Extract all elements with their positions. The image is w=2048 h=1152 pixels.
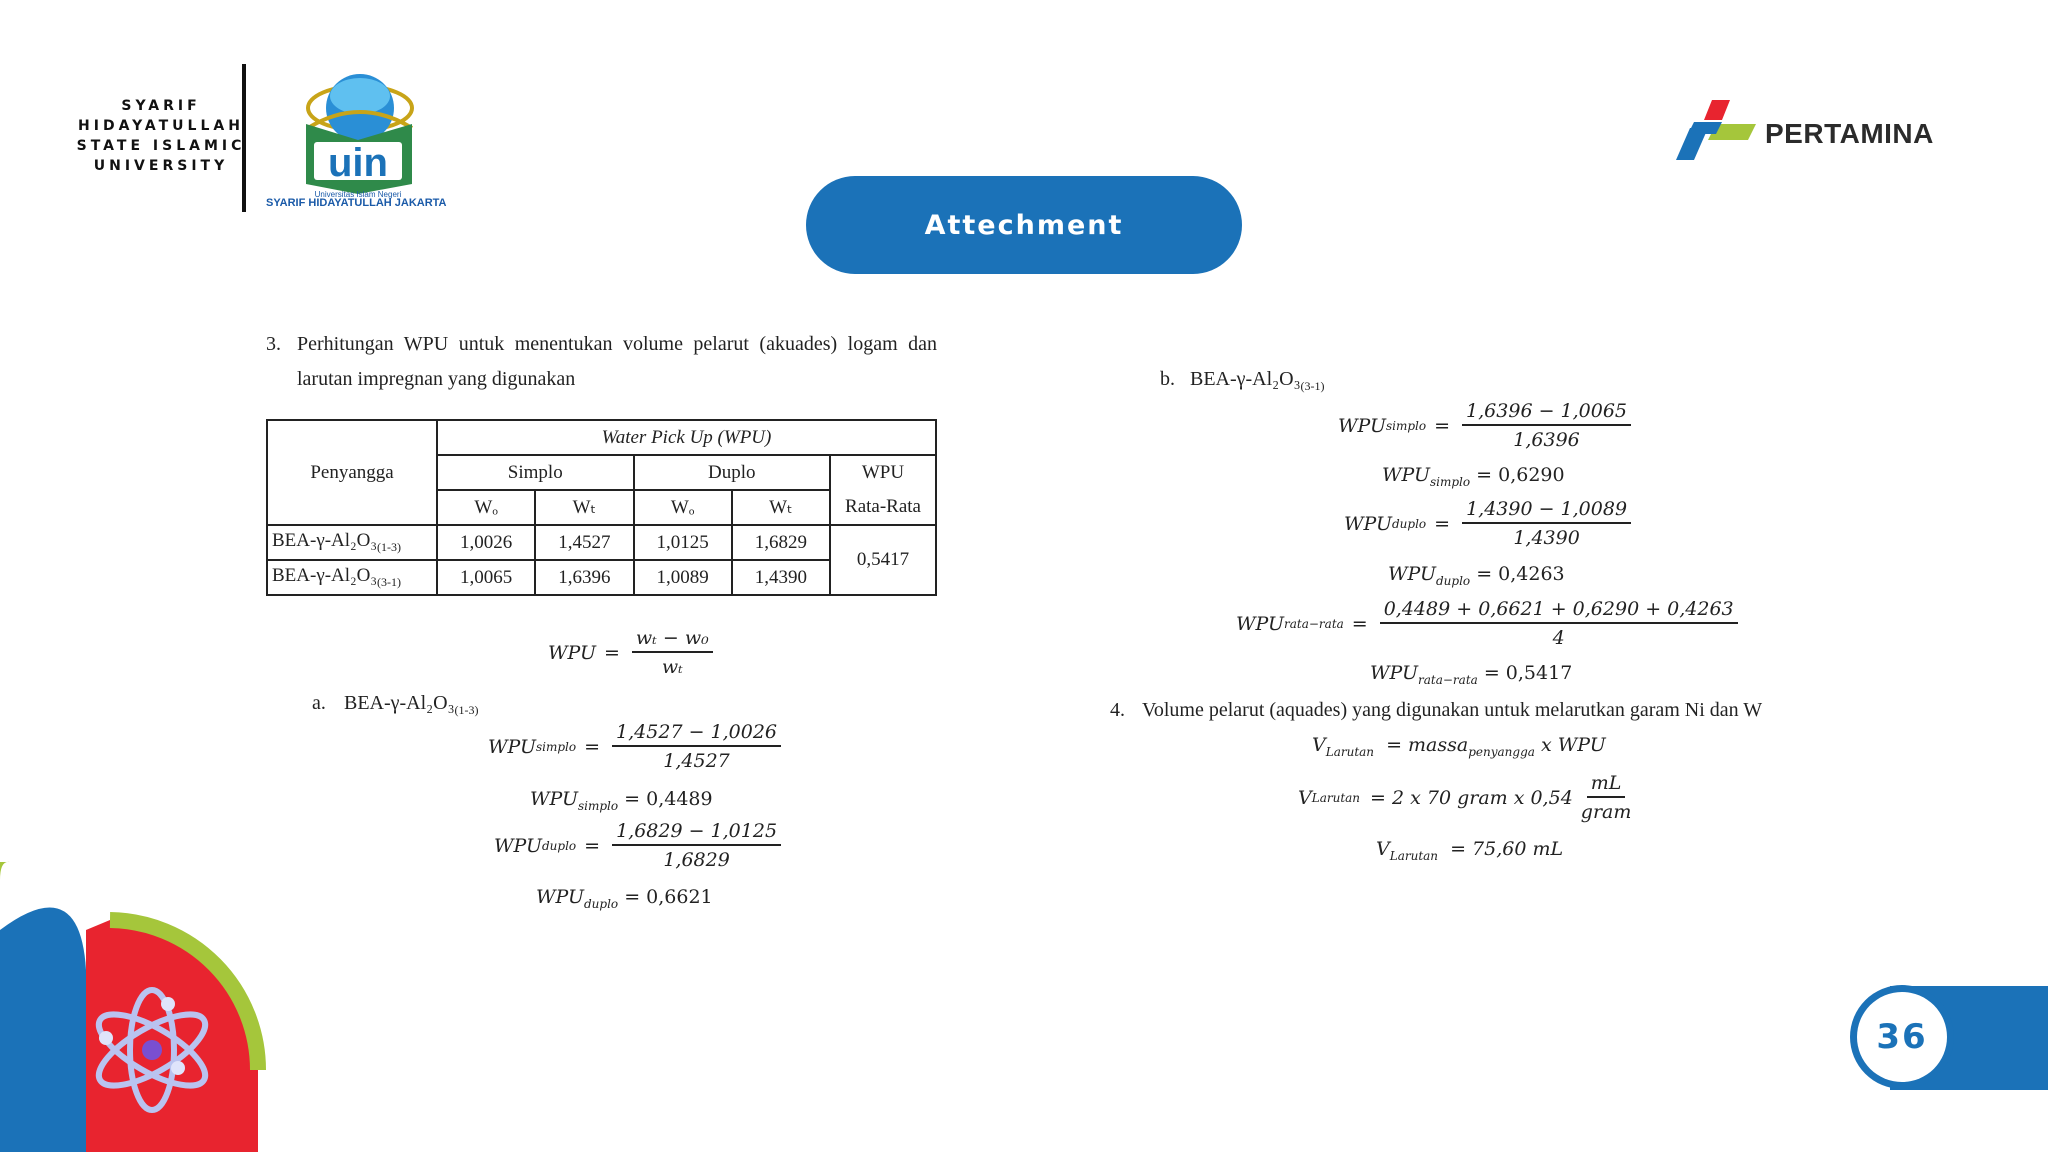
uin-logo: uin bbox=[306, 74, 414, 194]
section3-heading-line2: larutan impregnan yang digunakan bbox=[297, 368, 576, 390]
pertamina-wordmark: PERTAMINA bbox=[1765, 118, 1934, 149]
part-a-duplo-result: WPUduplo = 0,6621 bbox=[536, 886, 713, 911]
page-title: Attechment bbox=[806, 176, 1242, 274]
university-line-1: SYARIF bbox=[121, 98, 201, 114]
header-divider bbox=[242, 64, 246, 212]
table-header-group: Water Pick Up (WPU) bbox=[436, 419, 937, 456]
section3-number: 3. bbox=[266, 333, 281, 355]
table-header-duplo-wt: Wₜ bbox=[730, 489, 832, 526]
table-header-simplo: Simplo bbox=[436, 454, 635, 491]
university-name: SYARIF HIDAYATULLAH STATE ISLAMIC UNIVER… bbox=[70, 96, 252, 176]
volume-eq-1: VLarutan = massapenyangga x WPU bbox=[1312, 734, 1606, 759]
table-cell-support: BEA-γ-Al₂O₃(1-3) bbox=[266, 524, 438, 561]
part-a-simplo-result: WPUsimplo = 0,4489 bbox=[530, 788, 713, 813]
uin-logo-subtitle: Universitas Islam Negeri bbox=[314, 190, 402, 199]
table-cell-avg: 0,5417 bbox=[829, 524, 937, 596]
table-cell: 1,0125 bbox=[632, 524, 733, 561]
table-cell: 1,0026 bbox=[435, 524, 537, 561]
table-cell: 1,6829 bbox=[730, 524, 832, 561]
table-row: BEA-γ-Al₂O₃(1-3) 1,0026 1,4527 1,0125 1,… bbox=[266, 524, 937, 596]
part-a-label: a. bbox=[312, 692, 326, 714]
table-cell: 1,4527 bbox=[534, 524, 635, 561]
table-header-support: Penyangga bbox=[266, 419, 438, 526]
table-header-duplo-w0: Wₒ bbox=[632, 489, 733, 526]
table-header-duplo: Duplo bbox=[632, 454, 831, 491]
atom-decoration bbox=[0, 861, 266, 1152]
table-cell: 1,4390 bbox=[730, 559, 832, 596]
pertamina-logo-icon bbox=[1676, 100, 1756, 160]
part-b-duplo-result: WPUduplo = 0,4263 bbox=[1388, 563, 1565, 588]
table-header-simplo-w0: Wₒ bbox=[435, 489, 537, 526]
section3-heading-line1: Perhitungan WPU untuk menentukan volume … bbox=[297, 333, 937, 355]
part-a-title: BEA-γ-Al₂O₃(1-3) bbox=[344, 692, 479, 717]
part-b-simplo-result: WPUsimplo = 0,6290 bbox=[1382, 464, 1565, 489]
section4-number: 4. bbox=[1110, 699, 1125, 721]
table-cell: 1,6396 bbox=[534, 559, 635, 596]
part-b-avg-result: WPUrata−rata = 0,5417 bbox=[1370, 662, 1573, 687]
page-number: 36 bbox=[1857, 992, 1947, 1082]
table-cell-support: BEA-γ-Al₂O₃(3-1) bbox=[266, 559, 438, 596]
table-cell: 1,0089 bbox=[632, 559, 733, 596]
table-header-simplo-wt: Wₜ bbox=[534, 489, 635, 526]
svg-text:uin: uin bbox=[328, 141, 388, 185]
university-line-4: UNIVERSITY bbox=[93, 158, 229, 174]
table-row: BEA-γ-Al₂O₃(3-1) 1,0065 1,6396 1,0089 1,… bbox=[266, 559, 936, 596]
table-cell: 1,0065 bbox=[435, 559, 537, 596]
wpu-table: Penyangga Water Pick Up (WPU) Simplo Dup… bbox=[266, 419, 937, 596]
part-b-title: BEA-γ-Al₂O₃(3-1) bbox=[1190, 368, 1325, 393]
volume-eq-3: VLarutan = 75,60 mL bbox=[1376, 838, 1564, 863]
section4-text: Volume pelarut (aquades) yang digunakan … bbox=[1142, 699, 1763, 721]
part-b-label: b. bbox=[1160, 368, 1175, 390]
university-line-3: STATE ISLAMIC bbox=[76, 138, 246, 154]
university-line-2: HIDAYATULLAH bbox=[78, 118, 244, 134]
uin-logo-name: SYARIF HIDAYATULLAH JAKARTA bbox=[266, 197, 447, 209]
